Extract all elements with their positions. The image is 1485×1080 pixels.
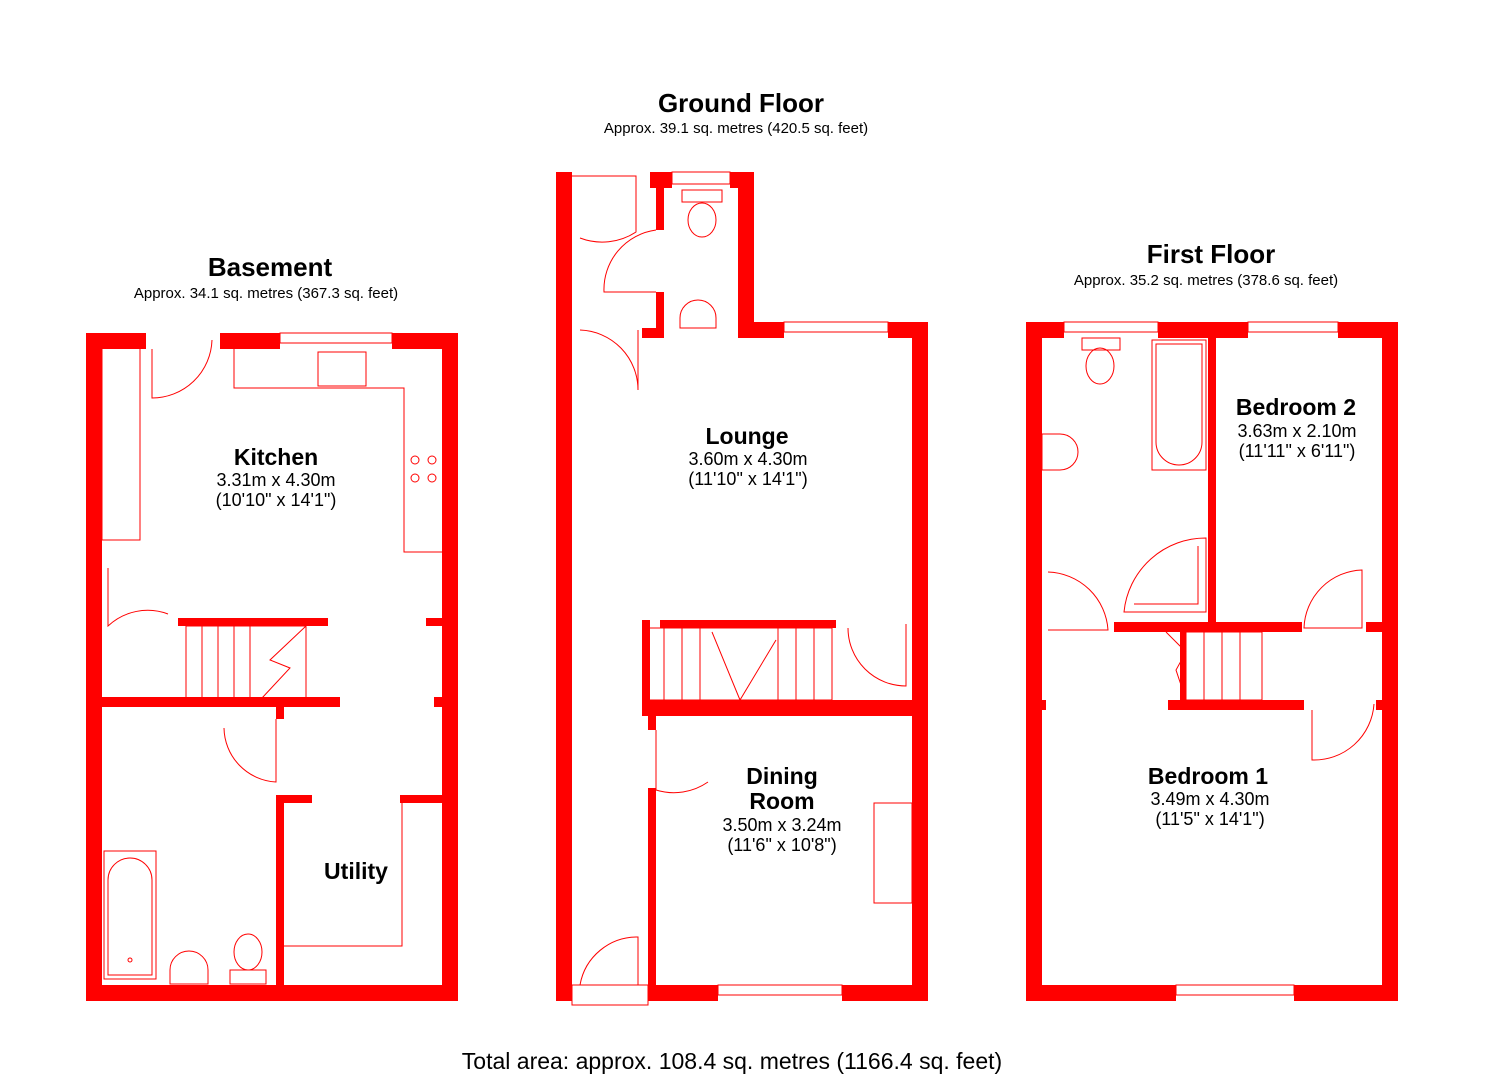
ground-floor-plan — [556, 171, 928, 1006]
basement-wall-bottom — [86, 985, 458, 1001]
first-floor-title: First Floor — [1146, 239, 1276, 269]
basement-wall-right — [442, 333, 458, 1001]
window — [671, 171, 731, 185]
ground-wall-left — [556, 172, 572, 1001]
first-wall-bottom — [1026, 985, 1176, 1001]
room-name-lounge: Lounge — [705, 423, 789, 449]
staircase — [645, 627, 833, 702]
basement-wall-left — [86, 333, 102, 1001]
window — [1175, 984, 1295, 996]
sink — [317, 351, 367, 387]
door-swing — [107, 568, 169, 628]
first-internal-wall — [1114, 622, 1302, 632]
staircase — [185, 625, 307, 699]
window — [1247, 321, 1339, 333]
room-dims-bedroom-1: 3.49m x 4.30m — [1150, 789, 1270, 809]
hob-icon — [410, 455, 420, 465]
room-name-bedroom-1: Bedroom 1 — [1147, 763, 1269, 789]
room-name-dining-line1: Dining — [746, 763, 818, 789]
basement-title: Basement — [207, 252, 333, 282]
ground-internal-wall — [642, 700, 928, 716]
room-dims-kitchen: 3.31m x 4.30m — [216, 470, 336, 490]
basement-internal-wall — [102, 697, 340, 707]
window — [717, 984, 843, 996]
room-dims-lounge: 3.60m x 4.30m — [688, 449, 808, 469]
toilet — [687, 202, 717, 238]
first-floor-area: Approx. 35.2 sq. metres (378.6 sq. feet) — [1073, 272, 1339, 289]
ground-wall-bottom — [648, 985, 718, 1001]
room-dims-lounge-imperial: (11'10" x 14'1") — [688, 469, 808, 489]
bath — [1151, 339, 1207, 471]
room-name-dining-line2: Room — [749, 788, 815, 814]
basement-plan — [86, 332, 458, 1001]
door-swing — [655, 730, 709, 794]
door-swing — [572, 175, 637, 243]
door-swing — [579, 329, 639, 391]
door-swing — [1047, 571, 1109, 631]
door-swing — [579, 936, 639, 986]
basin — [169, 950, 209, 985]
first-wall-left — [1026, 322, 1042, 1001]
ground-floor-title: Ground Floor — [657, 88, 825, 118]
basin — [1041, 433, 1079, 471]
room-dims-bedroom-2-imperial: (11'11" x 6'11") — [1238, 441, 1356, 461]
ground-floor-area: Approx. 39.1 sq. metres (420.5 sq. feet) — [603, 120, 869, 137]
first-wall-right — [1382, 322, 1398, 1001]
staircase — [1165, 631, 1263, 701]
door-swing — [847, 624, 907, 687]
worktop — [101, 349, 141, 541]
door-swing — [603, 229, 657, 293]
basement-area: Approx. 34.1 sq. metres (367.3 sq. feet) — [133, 285, 399, 302]
fireplace — [873, 802, 913, 904]
room-dims-dining-imperial: (11'6" x 10'8") — [727, 835, 837, 855]
window — [1063, 321, 1159, 333]
window — [279, 332, 393, 344]
door-swing — [1311, 703, 1375, 761]
room-dims-dining: 3.50m x 3.24m — [722, 815, 842, 835]
toilet — [1085, 347, 1115, 385]
worktop — [233, 349, 442, 553]
room-name-utility: Utility — [324, 858, 388, 884]
shower — [1123, 537, 1207, 613]
worktop — [284, 803, 403, 947]
first-floor-plan — [1026, 321, 1398, 1001]
door-swing — [151, 339, 213, 399]
total-area: Total area: approx. 108.4 sq. metres (11… — [461, 1048, 1003, 1074]
toilet — [233, 933, 263, 971]
window — [783, 321, 889, 333]
room-dims-bedroom-2: 3.63m x 2.10m — [1237, 421, 1357, 441]
door-swing — [1303, 569, 1363, 629]
room-name-bedroom-2: Bedroom 2 — [1235, 394, 1357, 420]
bath — [103, 850, 157, 980]
room-dims-kitchen-imperial: (10'10" x 14'1") — [215, 490, 337, 510]
basin — [679, 299, 717, 329]
ground-wall-right — [912, 322, 928, 1001]
basement-wall-top — [86, 333, 146, 349]
room-dims-bedroom-1-imperial: (11'5" x 14'1") — [1155, 809, 1265, 829]
room-name-kitchen: Kitchen — [233, 444, 319, 470]
door-swing — [223, 719, 277, 783]
